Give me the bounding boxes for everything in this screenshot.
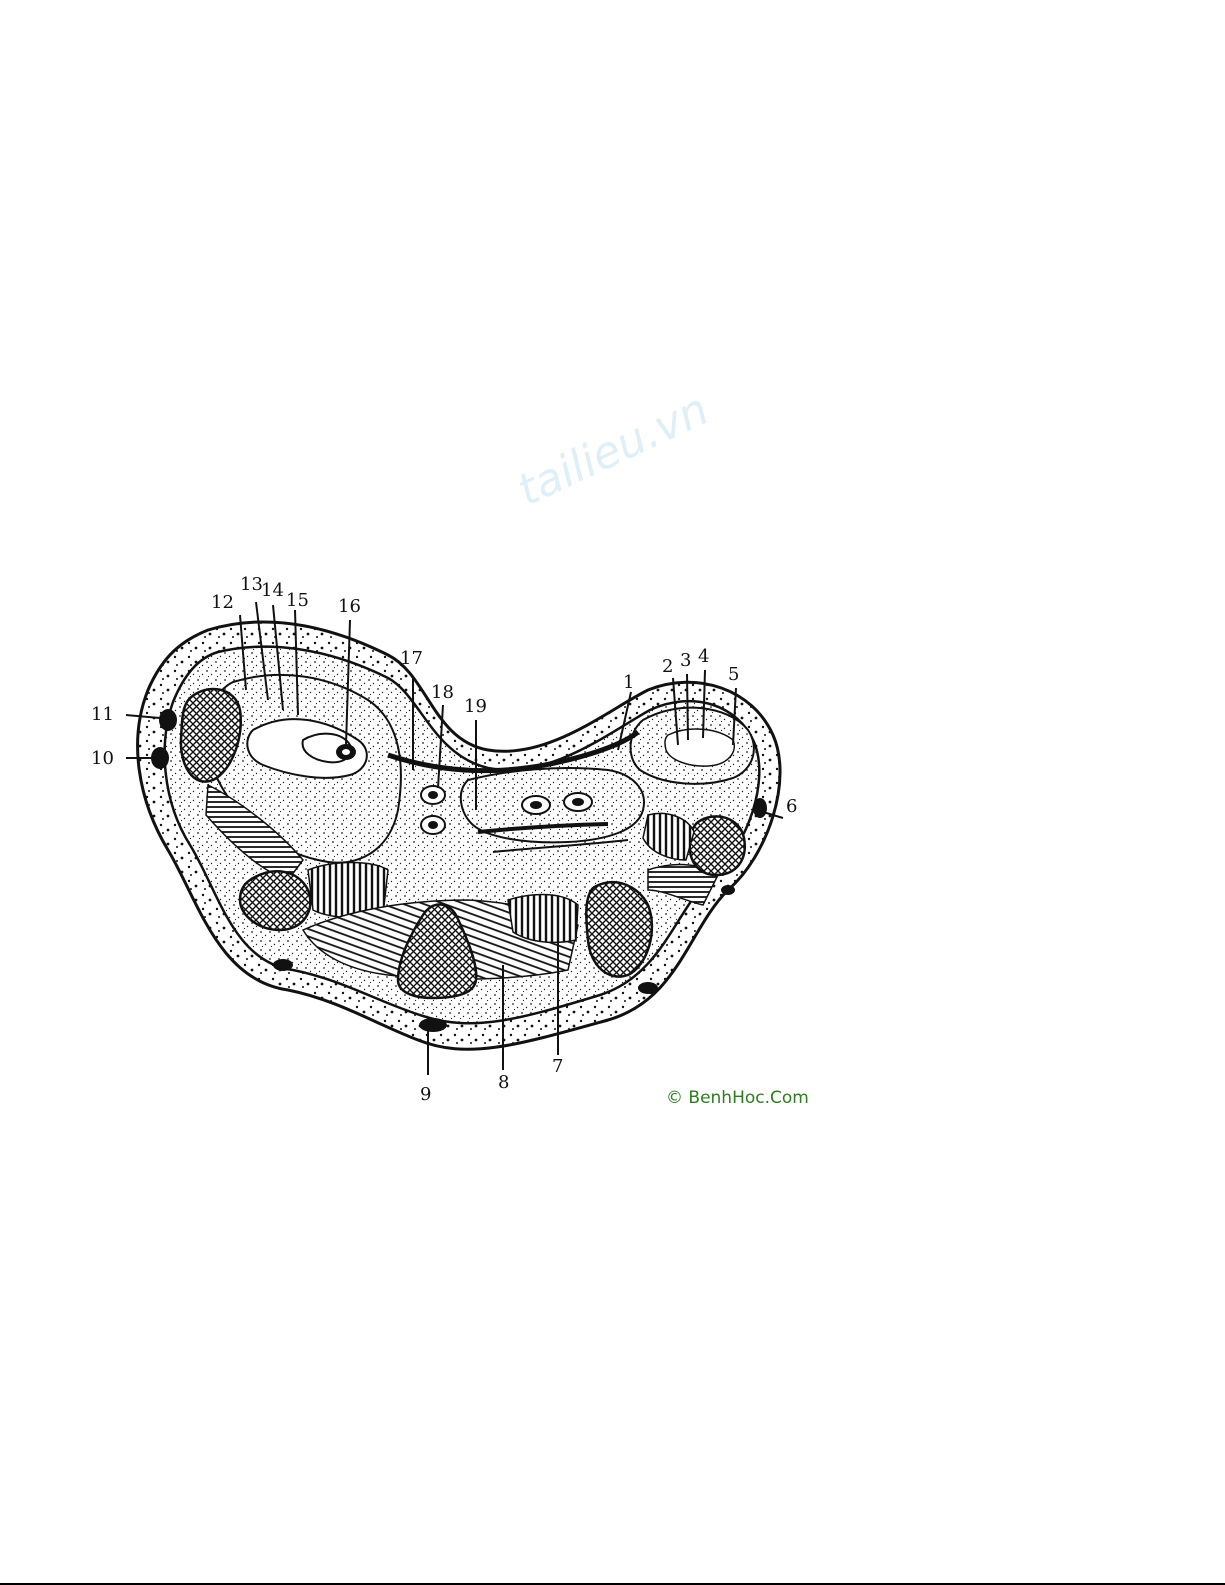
right-lower-bone	[586, 882, 652, 976]
callout-5: 5	[728, 666, 739, 684]
callout-18: 18	[431, 684, 454, 702]
callout-6: 6	[786, 798, 797, 816]
callout-11: 11	[91, 706, 114, 724]
source-credit: © BenhHoc.Com	[666, 1088, 809, 1108]
callout-14: 14	[261, 582, 284, 600]
anatomy-cross-section-figure: 1 2 3 4 5 6 7 8 9 10 11 12 13 14 15 16 1…	[88, 570, 828, 1115]
watermark: tailieu.vn	[510, 384, 716, 516]
vessel-10	[151, 747, 169, 769]
callout-17: 17	[400, 650, 423, 668]
callout-4: 4	[698, 648, 709, 666]
vessel-6	[753, 798, 767, 818]
callout-1: 1	[623, 674, 634, 692]
center-right-muscle	[508, 895, 578, 943]
vessel-9	[419, 1018, 447, 1032]
callout-2: 2	[662, 658, 673, 676]
callout-8: 8	[498, 1074, 509, 1092]
left-lower-bone	[240, 871, 310, 930]
vessel-11	[159, 709, 177, 731]
callout-12: 12	[211, 594, 234, 612]
callout-7: 7	[552, 1058, 563, 1076]
callout-19: 19	[464, 698, 487, 716]
callout-13: 13	[240, 576, 263, 594]
right-bone	[690, 816, 745, 875]
callout-16: 16	[338, 598, 361, 616]
callout-9: 9	[420, 1086, 431, 1104]
callout-10: 10	[91, 750, 114, 768]
cross-section-drawing	[88, 570, 828, 1115]
callout-3: 3	[680, 652, 691, 670]
callout-15: 15	[286, 592, 309, 610]
